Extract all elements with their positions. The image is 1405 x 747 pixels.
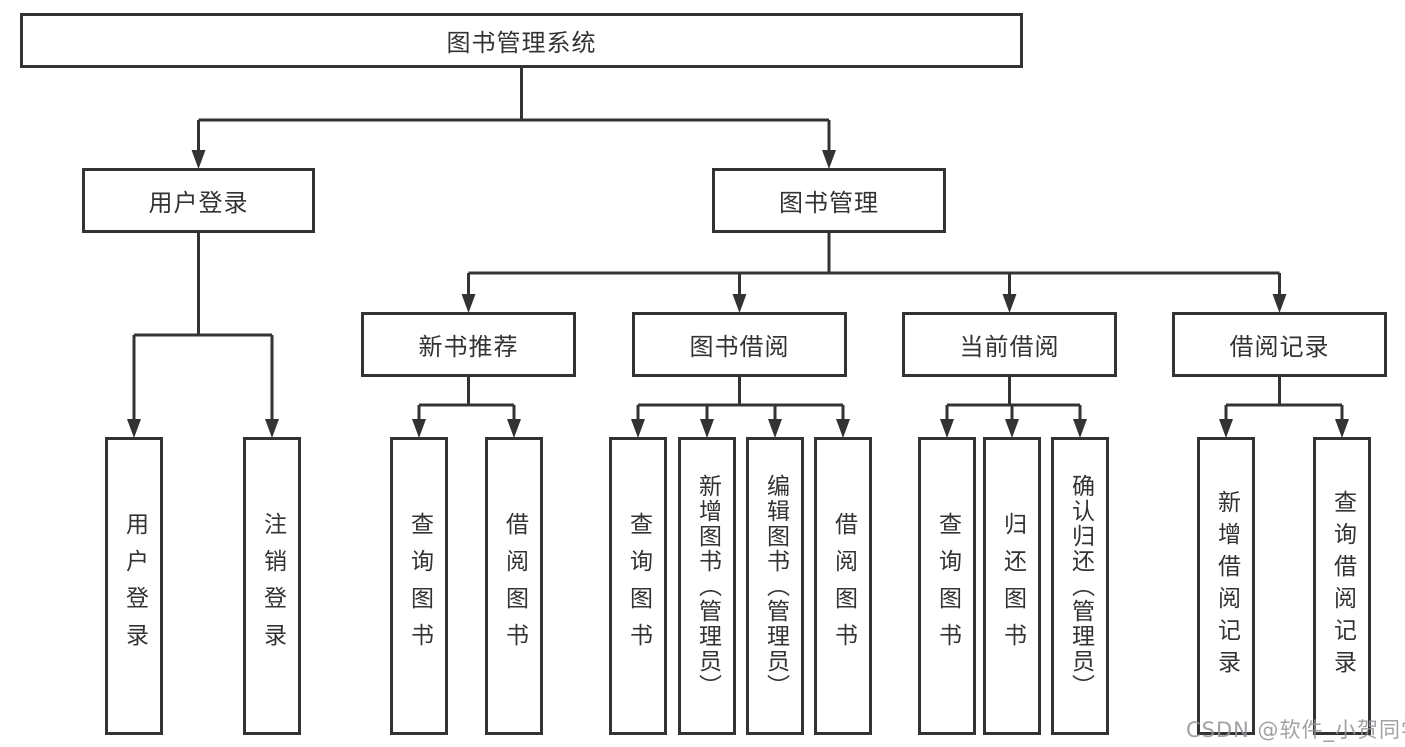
node-leaf-borrow-book-1: 借阅图书: [485, 437, 543, 735]
node-label: 图书管理: [779, 189, 879, 217]
node-label: 编辑图书（管理员）: [762, 473, 789, 699]
node-leaf-edit-book: 编辑图书（管理员）: [746, 437, 804, 735]
node-leaf-add-borrow-record: 新增借阅记录: [1197, 437, 1255, 735]
node-leaf-add-book: 新增图书（管理员）: [678, 437, 736, 735]
node-leaf-return-book: 归还图书: [983, 437, 1041, 735]
node-leaf-borrow-book-2: 借阅图书: [814, 437, 872, 735]
node-label: 新增图书（管理员）: [694, 473, 721, 699]
node-label: 查询图书: [406, 512, 433, 660]
node-label: 归还图书: [999, 512, 1026, 660]
node-book-borrow: 图书借阅: [632, 312, 847, 377]
node-leaf-user-login: 用户登录: [105, 437, 163, 735]
node-current-borrow: 当前借阅: [902, 312, 1117, 377]
node-root: 图书管理系统: [20, 13, 1023, 68]
node-label: 当前借阅: [959, 333, 1060, 361]
node-label: 图书借阅: [689, 333, 790, 361]
node-leaf-query-borrow-record: 查询借阅记录: [1313, 437, 1371, 735]
node-label: 借阅图书: [501, 512, 528, 660]
node-label: 借阅记录: [1229, 333, 1330, 361]
node-label: 用户登录: [121, 512, 148, 660]
node-leaf-query-book-2: 查询图书: [609, 437, 667, 735]
node-label: 注销登录: [259, 512, 286, 660]
node-label: 新增借阅记录: [1213, 490, 1240, 682]
node-new-book-rec: 新书推荐: [361, 312, 576, 377]
node-label: 确认归还（管理员）: [1067, 473, 1094, 699]
node-borrow-records: 借阅记录: [1172, 312, 1387, 377]
node-leaf-logout: 注销登录: [243, 437, 301, 735]
node-label: 新书推荐: [418, 333, 519, 361]
node-leaf-query-book-1: 查询图书: [390, 437, 448, 735]
node-label: 借阅图书: [830, 512, 857, 660]
node-label: 图书管理系统: [446, 29, 597, 57]
node-user-login-group: 用户登录: [82, 168, 315, 233]
node-label: 查询图书: [625, 512, 652, 660]
node-book-mgmt: 图书管理: [712, 168, 946, 233]
node-leaf-query-book-3: 查询图书: [918, 437, 976, 735]
node-label: 查询图书: [934, 512, 961, 660]
node-leaf-confirm-return: 确认归还（管理员）: [1051, 437, 1109, 735]
node-label: 用户登录: [148, 189, 249, 217]
node-label: 查询借阅记录: [1329, 490, 1356, 682]
watermark-text: CSDN @软件_小贺同学: [1186, 718, 1405, 742]
